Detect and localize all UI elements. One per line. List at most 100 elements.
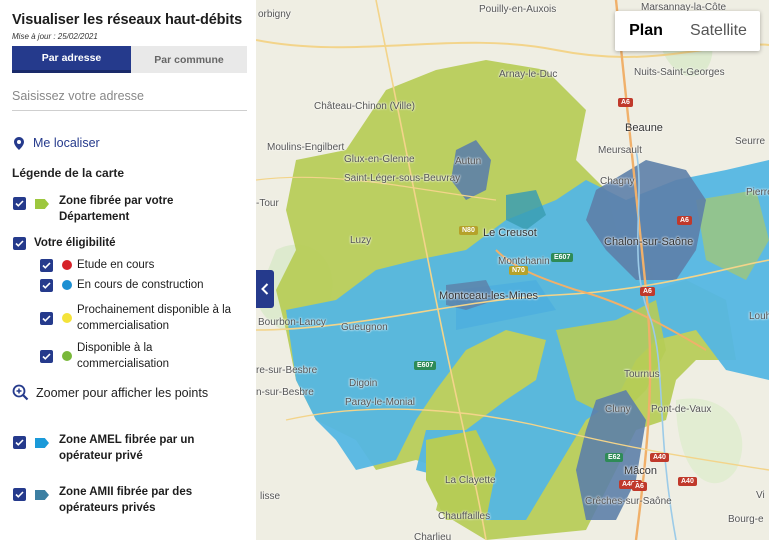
eligibility-title: Votre éligibilité	[34, 237, 116, 249]
red-dot-icon	[62, 260, 72, 270]
place-label: Digoin	[349, 378, 378, 389]
zone-departement-label: Zone fibrée par votre Département	[59, 195, 174, 223]
disponible-checkbox[interactable]	[40, 349, 53, 363]
place-label: lisse	[260, 491, 281, 502]
eligibility-item-disponible: Disponible à la commercialisation	[40, 340, 169, 372]
map-canvas[interactable]: orbigny Pouilly-en-Auxois Marsannay-la-C…	[256, 0, 769, 540]
page-title: Visualiser les réseaux haut-débits	[12, 12, 243, 28]
eligibility-checkbox[interactable]	[13, 236, 26, 250]
place-label: Moulins-Engilbert	[267, 142, 345, 153]
place-label: Chalon-sur-Saône	[604, 236, 694, 248]
place-label: Arnay-le-Duc	[499, 69, 558, 80]
place-label: orbigny	[258, 9, 291, 20]
zone-amii-checkbox[interactable]	[13, 488, 26, 501]
road-shield: N80	[459, 226, 478, 235]
place-label: Tournus	[624, 369, 660, 380]
check-icon	[15, 491, 24, 498]
map-type-control: Plan Satellite	[615, 11, 760, 51]
place-label: Pouilly-en-Auxois	[479, 4, 557, 15]
road-shield: A6	[677, 216, 692, 225]
tab-par-commune[interactable]: Par commune	[131, 46, 247, 73]
place-label: Autun	[455, 156, 482, 167]
zone-departement-checkbox[interactable]	[13, 197, 26, 210]
chevron-left-icon	[261, 283, 269, 295]
zoom-hint[interactable]: Zoomer pour afficher les points	[12, 384, 208, 401]
place-label: Nuits-Saint-Georges	[634, 67, 725, 78]
location-pin-icon	[14, 136, 24, 150]
place-label: n-sur-Besbre	[256, 387, 314, 398]
zoom-hint-label: Zoomer pour afficher les points	[36, 385, 209, 400]
etude-label: Etude en cours	[77, 259, 155, 271]
place-label: -Tour	[256, 198, 279, 209]
legend-title: Légende de la carte	[12, 166, 125, 180]
place-label: Saint-Léger-sous-Beuvray	[344, 173, 461, 184]
place-label: Château-Chinon (Ville)	[314, 101, 415, 112]
place-label: Montchanin	[498, 256, 550, 267]
teal-tag-icon	[35, 490, 49, 500]
zone-amel-label: Zone AMEL fibrée par un opérateur privé	[59, 434, 195, 462]
check-icon	[42, 261, 51, 269]
construction-checkbox[interactable]	[40, 278, 53, 292]
place-label: Beaune	[625, 122, 663, 134]
road-shield: N70	[509, 266, 528, 275]
tab-par-adresse[interactable]: Par adresse	[12, 46, 131, 73]
eligibility-item-prochainement: Prochainement disponible à la commercial…	[40, 302, 231, 334]
place-label: Meursault	[598, 145, 642, 156]
prochainement-checkbox[interactable]	[40, 311, 53, 325]
green-dot-icon	[62, 351, 72, 361]
place-label: Gueugnon	[341, 322, 388, 333]
place-label: Pont-de-Vaux	[651, 404, 712, 415]
road-shield: E607	[414, 361, 437, 370]
check-icon	[42, 314, 51, 322]
zone-amel-checkbox[interactable]	[13, 436, 26, 449]
check-icon	[42, 352, 51, 360]
collapse-sidebar-button[interactable]	[256, 270, 274, 308]
check-icon	[15, 239, 24, 247]
legend-zone-amii: Zone AMII fibrée par des opérateurs priv…	[13, 484, 192, 516]
place-label: Charlieu	[414, 532, 452, 540]
zoom-in-icon	[12, 384, 29, 401]
address-search-input[interactable]	[12, 85, 247, 111]
legend-eligibility: Votre éligibilité	[13, 235, 116, 251]
eligibility-item-construction: En cours de construction	[40, 277, 204, 293]
etude-checkbox[interactable]	[40, 258, 53, 272]
disponible-label: Disponible à la commercialisation	[77, 342, 170, 370]
legend-zone-departement: Zone fibrée par votre Département	[13, 193, 173, 225]
road-shield: A6	[632, 482, 647, 491]
check-icon	[15, 439, 24, 446]
locate-me-label: Me localiser	[33, 136, 100, 150]
place-label: Paray-le-Monial	[345, 397, 416, 408]
prochainement-label: Prochainement disponible à la commercial…	[77, 304, 232, 332]
place-label: Louhans	[749, 311, 769, 322]
place-label: Seurre	[735, 136, 766, 147]
yellow-dot-icon	[62, 313, 72, 323]
place-label: Chauffailles	[438, 511, 491, 522]
locate-me-button[interactable]: Me localiser	[14, 136, 100, 150]
place-label: Vi	[756, 490, 765, 501]
blue-dot-icon	[62, 280, 72, 290]
place-label: Cluny	[605, 404, 631, 415]
road-shield: E62	[605, 453, 624, 462]
place-label: Bourbon-Lancy	[258, 317, 326, 328]
check-icon	[15, 200, 24, 207]
place-label: Luzy	[350, 235, 372, 246]
map-type-plan-button[interactable]: Plan	[629, 22, 663, 39]
place-label: re-sur-Besbre	[256, 365, 318, 376]
blue-tag-icon	[35, 438, 49, 448]
place-label: Chagny	[600, 176, 635, 187]
check-icon	[42, 281, 51, 289]
green-tag-icon	[35, 199, 49, 209]
place-label: Montceau-les-Mines	[439, 290, 539, 302]
road-shield: A40	[650, 453, 669, 462]
road-shield: A6	[618, 98, 633, 107]
place-label: Pierre	[746, 187, 769, 198]
sidebar: Visualiser les réseaux haut-débits Mise …	[0, 0, 256, 540]
road-shield: A6	[640, 287, 655, 296]
road-shield: A406	[619, 480, 642, 489]
map-type-satellite-button[interactable]: Satellite	[690, 22, 747, 39]
road-shield: E607	[551, 253, 574, 262]
place-label: Mâcon	[624, 465, 658, 477]
place-label: Le Creusot	[483, 227, 537, 239]
road-shield: A40	[678, 477, 697, 486]
place-label: Marsannay-la-Côte	[641, 2, 727, 13]
